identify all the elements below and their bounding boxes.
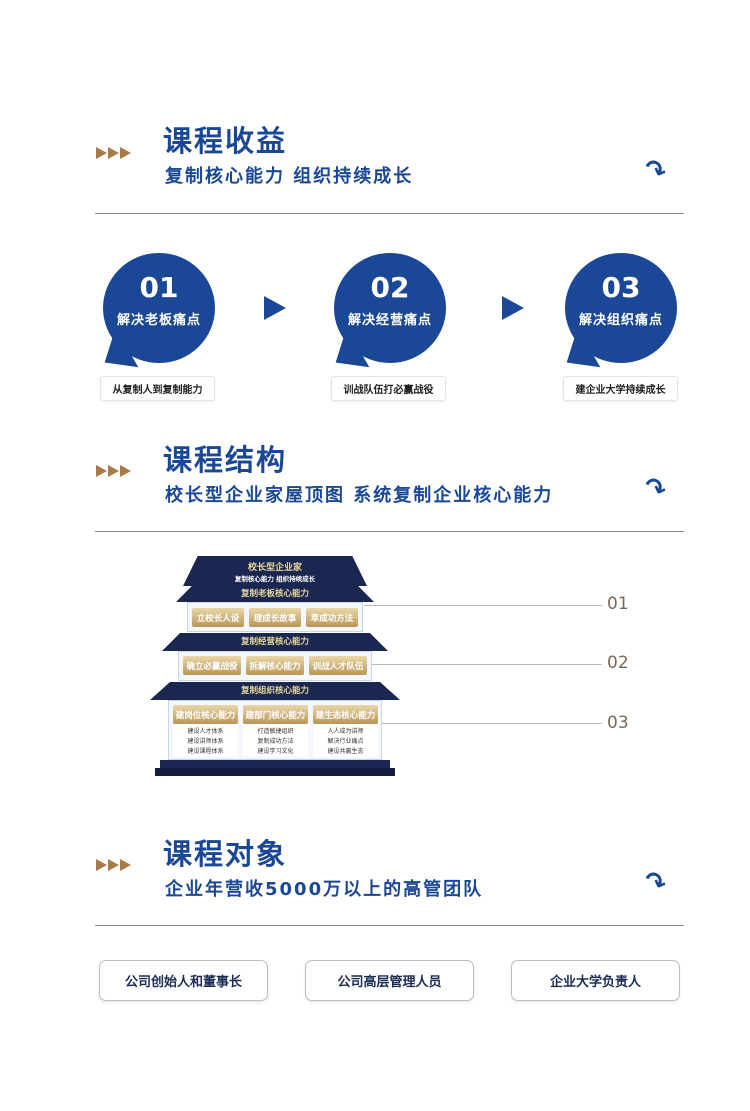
benefit-bubble-1: 01 解决老板痛点 [103,253,215,368]
leader-line [382,723,602,724]
triple-arrow-icon [96,147,131,159]
benefit-label: 解决经营痛点 [347,313,432,328]
house-top-title: 校长型企业家 [247,563,302,573]
house-top-roof: 校长型企业家 复制核心能力 组织持续成长 [183,556,367,586]
benefit-number: 01 [139,271,179,304]
section-subtitle: 校长型企业家屋顶图 系统复制企业核心能力 [165,485,554,506]
floor3-column-title: 建部门核心能力 [243,705,308,724]
benefit-bubble-2: 02 解决经营痛点 [334,253,446,368]
floor3-column-lines: 建设人才体系建设讲师体系建设课程体系 [173,724,238,757]
floor1-item: 萃成功方法 [306,608,358,627]
triple-arrow-icon [96,465,131,477]
leader-line [372,664,602,665]
benefit-number: 02 [370,271,410,304]
leader-line [364,605,602,606]
floor1-item: 立校长人设 [192,608,244,627]
curved-arrow-icon: ↷ [639,153,671,189]
play-arrow-icon [502,296,524,320]
curved-arrow-icon: ↷ [639,865,671,901]
benefit-tag: 建企业大学持续成长 [563,376,678,401]
floor2-item: 确立必赢战役 [183,656,241,675]
play-arrow-icon [264,296,286,320]
floor3-column-lines: 打造敏捷组织复制成功方法建设学习文化 [243,724,308,757]
floor3-column-lines: 人人成为讲师解决行业痛点建设共赢生态 [313,724,378,757]
level-number: 02 [607,653,629,673]
section-title: 课程结构 [163,443,288,477]
floor1-title: 复制老板核心能力 [176,586,374,602]
floor2-item: 训战人才队伍 [309,656,367,675]
section-title: 课程对象 [163,837,288,871]
floor2-title: 复制经营核心能力 [162,633,388,651]
benefit-label: 解决老板痛点 [116,313,201,328]
floor3-column-title: 建岗位核心能力 [173,705,238,724]
benefit-number: 03 [601,271,641,304]
house-base [160,760,390,768]
floor1-item: 理成长故事 [249,608,301,627]
level-number: 01 [607,594,629,614]
house-top-subtitle: 复制核心能力 组织持续成长 [234,575,316,583]
level-number: 03 [607,713,629,733]
section-subtitle: 企业年营收5000万以上的高管团队 [165,879,484,900]
curved-arrow-icon: ↷ [639,471,671,507]
floor2-item: 拆解核心能力 [246,656,304,675]
house-base [155,768,395,776]
divider [95,213,684,214]
divider [95,531,684,532]
triple-arrow-icon [96,859,131,871]
audience-executives: 公司高层管理人员 [305,960,474,1001]
audience-university-head: 企业大学负责人 [511,960,680,1001]
floor3-title: 复制组织核心能力 [150,682,400,700]
benefit-label: 解决组织痛点 [578,313,663,328]
benefit-tag: 从复制人到复制能力 [100,376,215,401]
divider [95,925,684,926]
benefit-tag: 训战队伍打必赢战役 [331,376,446,401]
section-title: 课程收益 [163,124,288,158]
audience-founder: 公司创始人和董事长 [99,960,268,1001]
benefit-bubble-3: 03 解决组织痛点 [565,253,677,368]
section-subtitle: 复制核心能力 组织持续成长 [165,166,414,187]
floor3-column-title: 建生态核心能力 [313,705,378,724]
